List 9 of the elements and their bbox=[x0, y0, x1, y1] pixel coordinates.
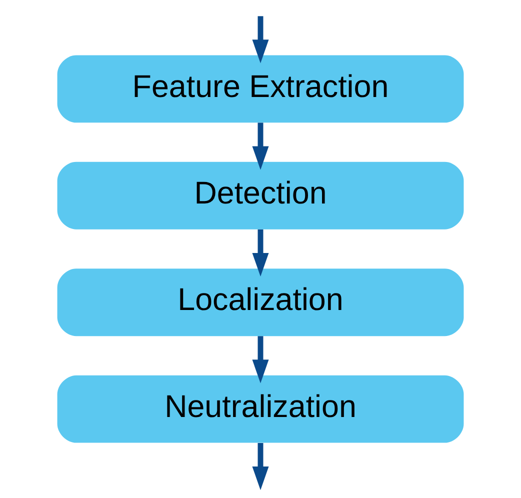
arrow bbox=[252, 336, 269, 384]
arrow bbox=[252, 16, 269, 64]
arrow bbox=[252, 443, 269, 490]
arrow bbox=[252, 229, 269, 277]
node-box: Detection bbox=[57, 162, 464, 230]
node-box: Neutralization bbox=[57, 375, 464, 443]
node-box: Feature Extraction bbox=[57, 55, 464, 123]
arrow bbox=[252, 122, 269, 170]
node-box: Localization bbox=[57, 268, 464, 336]
